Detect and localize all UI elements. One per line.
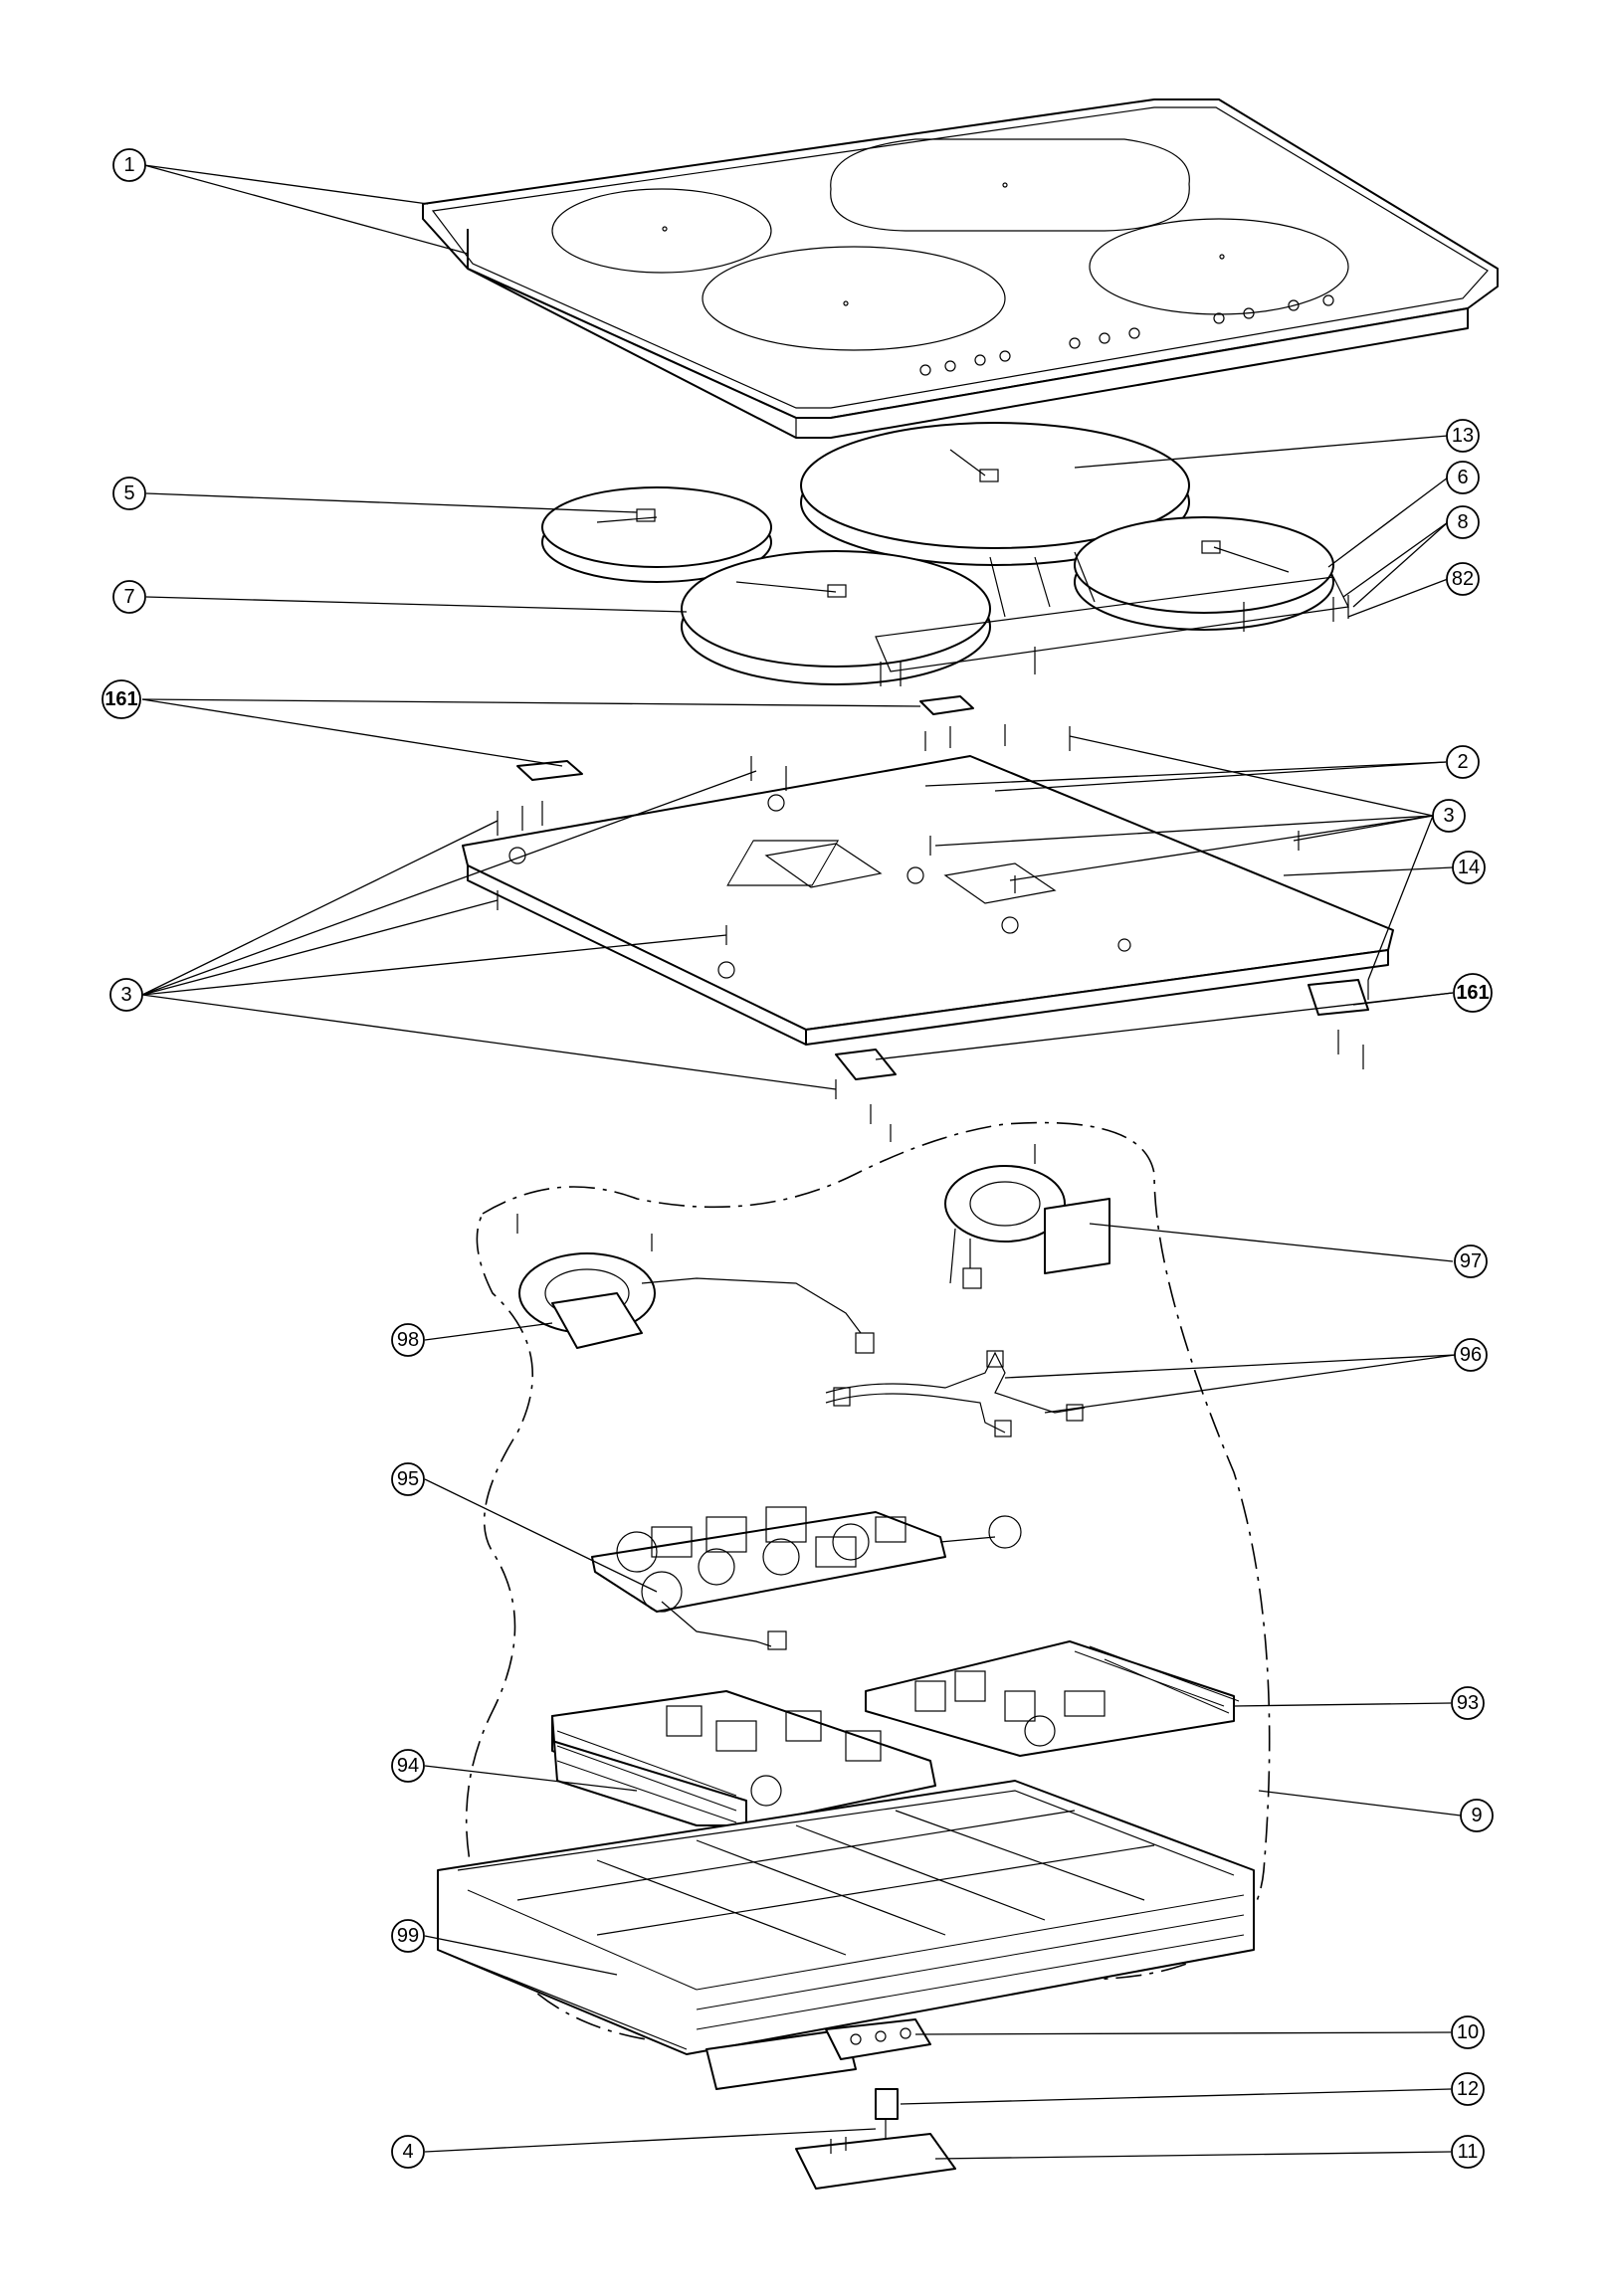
callout-3-left: 3 (109, 978, 143, 1012)
induction-coil-7 (681, 550, 991, 685)
callout-10: 10 (1451, 2015, 1485, 2049)
assembly-9-boundary (465, 1121, 1271, 2045)
svg-text:94: 94 (397, 1755, 419, 1777)
callout-6: 6 (1446, 461, 1480, 494)
svg-text:12: 12 (1457, 2078, 1479, 2100)
control-board-95 (591, 1506, 1022, 1650)
terminal-block-10 (825, 2018, 931, 2060)
svg-text:95: 95 (397, 1468, 419, 1490)
induction-coil-6 (1074, 516, 1334, 631)
svg-text:3: 3 (1443, 805, 1454, 827)
power-board-93 (865, 1640, 1240, 1757)
cable-clamp-12 (875, 2088, 899, 2139)
callout-5: 5 (112, 477, 146, 510)
callout-4: 4 (391, 2135, 425, 2169)
svg-text:10: 10 (1457, 2021, 1479, 2043)
callout-12: 12 (1451, 2072, 1485, 2106)
svg-text:98: 98 (397, 1329, 419, 1351)
bottom-plate-14 (462, 755, 1394, 1046)
svg-text:97: 97 (1460, 1250, 1482, 1272)
bottom-housing-99 (437, 1780, 1255, 2090)
leader-lines (141, 164, 1462, 2160)
wiring-harness-96 (825, 1350, 1086, 1437)
svg-text:2: 2 (1457, 751, 1468, 773)
svg-text:6: 6 (1457, 467, 1468, 488)
svg-text:1: 1 (123, 154, 134, 176)
bracket-161 (516, 695, 1369, 1080)
power-board-94 (551, 1690, 936, 1826)
callout-97: 97 (1454, 1244, 1488, 1278)
callout-161-bottom: 161 (1453, 973, 1493, 1013)
svg-text:13: 13 (1452, 425, 1474, 447)
callout-99: 99 (391, 1919, 425, 1953)
svg-text:7: 7 (123, 586, 134, 608)
svg-text:161: 161 (104, 688, 137, 710)
coil-support-frame (875, 551, 1349, 686)
terminal-cover-11 (795, 2133, 956, 2190)
induction-coil-13 (800, 422, 1190, 566)
callout-14: 14 (1452, 851, 1486, 884)
svg-text:4: 4 (402, 2141, 413, 2163)
svg-text:99: 99 (397, 1925, 419, 1947)
svg-text:14: 14 (1458, 857, 1480, 878)
callout-8: 8 (1446, 505, 1480, 539)
svg-text:93: 93 (1457, 1692, 1479, 1714)
callout-96: 96 (1454, 1338, 1488, 1372)
glass-cooktop-top (422, 98, 1499, 439)
callout-9: 9 (1460, 1799, 1494, 1832)
svg-text:8: 8 (1457, 511, 1468, 533)
svg-text:82: 82 (1452, 568, 1474, 590)
screws (497, 724, 1369, 1251)
cooling-fan-98 (518, 1252, 875, 1354)
callout-13: 13 (1446, 419, 1480, 453)
svg-text:5: 5 (123, 482, 134, 504)
svg-text:11: 11 (1458, 2141, 1479, 2163)
cooling-fan-97 (944, 1165, 1110, 1289)
callout-98: 98 (391, 1323, 425, 1357)
callout-11: 11 (1451, 2135, 1485, 2169)
callout-3-right: 3 (1432, 799, 1466, 833)
svg-text:96: 96 (1460, 1344, 1482, 1366)
callout-94: 94 (391, 1749, 425, 1783)
callout-82: 82 (1446, 562, 1480, 596)
svg-text:9: 9 (1471, 1805, 1482, 1826)
svg-text:3: 3 (120, 984, 131, 1006)
svg-text:161: 161 (1456, 982, 1489, 1004)
callout-93: 93 (1451, 1686, 1485, 1720)
callout-1: 1 (112, 148, 146, 182)
callout-95: 95 (391, 1462, 425, 1496)
induction-coil-5 (541, 486, 772, 583)
callout-7: 7 (112, 580, 146, 614)
callout-2: 2 (1446, 745, 1480, 779)
callout-161-top: 161 (101, 679, 141, 719)
